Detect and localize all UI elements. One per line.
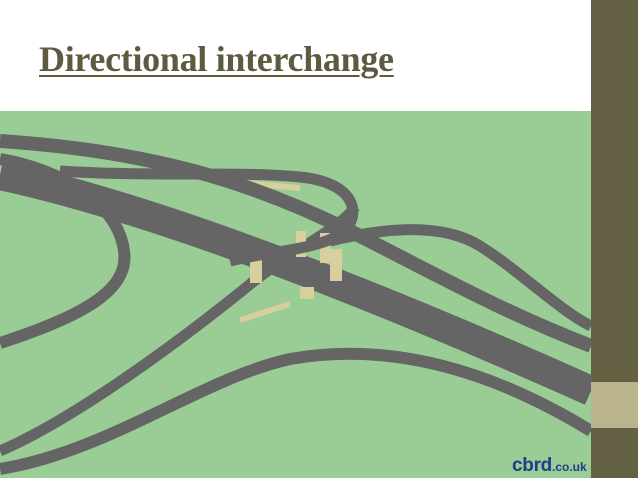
watermark-brand: cbrd bbox=[512, 455, 552, 476]
watermark-tld: .co.uk bbox=[551, 460, 587, 474]
bridge-pier bbox=[240, 301, 290, 323]
bridge-pier bbox=[330, 249, 342, 281]
slide-header: Directional interchange bbox=[0, 0, 591, 111]
cbrd-watermark: cbrd.co.uk bbox=[512, 456, 587, 475]
grass-background bbox=[0, 111, 591, 478]
interchange-illustration bbox=[0, 111, 591, 478]
interchange-diagram bbox=[0, 111, 591, 478]
slide-title: Directional interchange bbox=[39, 39, 394, 79]
flyover-loop bbox=[59, 165, 359, 267]
directional-ramp-upper bbox=[328, 224, 591, 331]
directional-ramp-lower bbox=[0, 347, 591, 475]
main-carriageway-lower bbox=[0, 160, 591, 405]
sidebar-accent-block bbox=[591, 382, 638, 428]
bridge-pier bbox=[300, 287, 314, 299]
bridge-pier bbox=[250, 257, 262, 283]
